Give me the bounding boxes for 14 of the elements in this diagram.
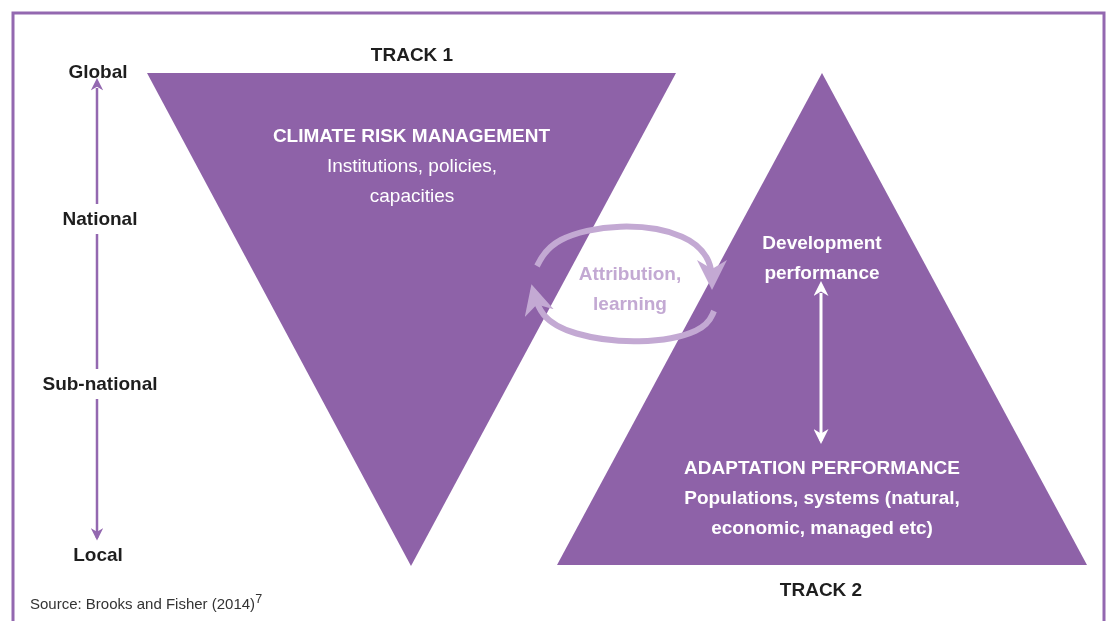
- cycle-arrow: [524, 284, 717, 345]
- cycle-label: Attribution, learning: [577, 262, 683, 316]
- node-heading: ADAPTATION PERFORMANCE: [683, 456, 961, 480]
- node-text: Development performance: [761, 231, 883, 285]
- scale-label: Global: [67, 60, 129, 84]
- source-caption: Source: Brooks and Fisher (2014)$^{7}$: [30, 592, 263, 612]
- track-title: TRACK 1: [369, 43, 455, 67]
- scale-label: Local: [72, 543, 124, 567]
- node-heading: CLIMATE RISK MANAGEMENT: [271, 124, 552, 148]
- track-title: TRACK 2: [778, 578, 864, 602]
- node-text: Populations, systems (natural, economic, managed etc): [683, 486, 961, 540]
- node-text: Institutions, policies, capacities: [326, 154, 498, 208]
- double-arrow: [813, 281, 829, 444]
- cycle-arrow: [534, 223, 727, 290]
